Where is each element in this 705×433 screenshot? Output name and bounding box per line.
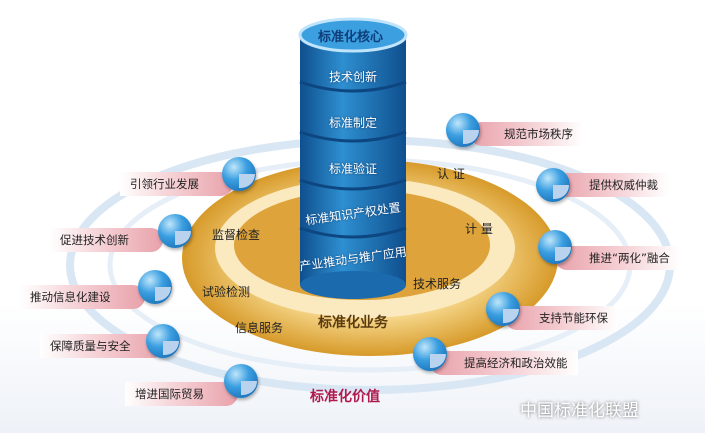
value-right-item: 支持节能环保 [505, 306, 618, 330]
core-cylinder [300, 35, 406, 285]
business-item: 信息服务 [235, 321, 284, 335]
business-title: 标准化业务 [318, 315, 388, 331]
value-left-item: 推动信息化建设 [20, 285, 145, 309]
cylinder-top [298, 17, 408, 53]
globe-icon [146, 324, 180, 358]
globe-icon [138, 270, 172, 304]
watermark: 中国标准化联盟 [520, 401, 639, 421]
globe-icon [486, 292, 520, 326]
globe-icon [158, 214, 192, 248]
core-title: 标准化核心 [318, 30, 384, 45]
business-item: 监督检查 [212, 228, 261, 242]
core-layer: 标准验证 [328, 162, 377, 176]
globe-icon [536, 168, 570, 202]
globe-icon [413, 337, 447, 371]
business-item: 计 量 [465, 222, 493, 236]
value-right-item: 推进“两化”融合 [555, 246, 680, 270]
value-right-item: 提供权威仲裁 [555, 173, 668, 197]
value-left-item: 促进技术创新 [50, 228, 163, 252]
core-layer: 技术创新 [328, 70, 377, 84]
value-left-item: 增进国际贸易 [125, 382, 238, 406]
value-right-item: 规范市场秩序 [470, 122, 583, 146]
business-item: 试验检测 [202, 285, 251, 299]
globe-icon [446, 113, 480, 147]
globe-icon [222, 157, 256, 191]
business-item: 认 证 [437, 167, 465, 181]
core-layer: 标准制定 [328, 116, 377, 130]
globe-icon [538, 230, 572, 264]
business-item: 技术服务 [413, 277, 462, 291]
value-left-item: 保障质量与安全 [40, 334, 165, 358]
value-right-item: 提高经济和政治效能 [430, 351, 578, 375]
value-left-item: 引领行业发展 [120, 172, 233, 196]
value-title: 标准化价值 [310, 389, 380, 405]
globe-icon [224, 364, 258, 398]
